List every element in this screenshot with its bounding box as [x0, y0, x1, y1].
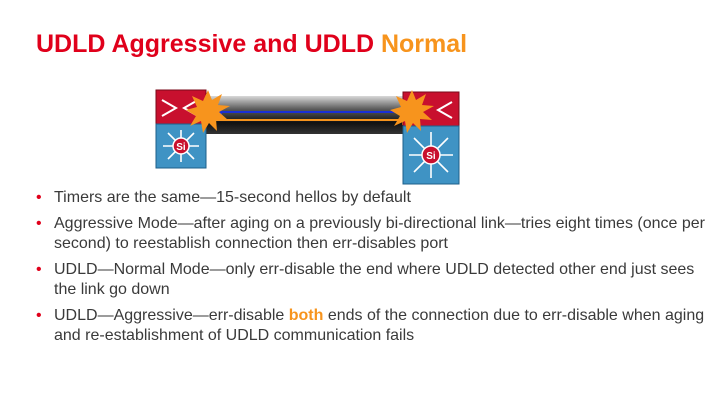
multilayer-switch-icon: Si [155, 89, 207, 169]
bullet-item: • Timers are the same—15-second hellos b… [36, 188, 716, 208]
bullet-item: • UDLD—Normal Mode—only err-disable the … [36, 260, 716, 300]
bullet-text: Timers are the same—15-second hellos by … [54, 189, 411, 206]
link-failure-burst-icon [390, 90, 434, 133]
bullet-highlight: both [288, 307, 324, 324]
slide-title: UDLD Aggressive and UDLD Normal [36, 28, 467, 60]
bullet-marker: • [36, 261, 42, 278]
bullet-item: • Aggressive Mode—after aging on a previ… [36, 214, 716, 254]
udld-link-diagram: Si Si [155, 89, 460, 185]
bullet-text: UDLD—Normal Mode—only err-disable the en… [54, 261, 695, 298]
slide-title-main: UDLD Aggressive and UDLD [36, 30, 375, 58]
bullet-item: • UDLD—Aggressive—err-disable both ends … [36, 306, 716, 346]
bullet-marker: • [36, 307, 42, 324]
bullet-list: • Timers are the same—15-second hellos b… [36, 188, 716, 352]
bullet-text-before: UDLD—Aggressive—err-disable [54, 307, 289, 324]
switch-si-label: Si [426, 151, 436, 162]
switch-si-label: Si [176, 142, 186, 153]
bullet-marker: • [36, 215, 42, 232]
bullet-marker: • [36, 189, 42, 206]
link-failure-burst-icon [186, 90, 230, 133]
network-link-cable [195, 96, 425, 134]
bullet-text-after: ends of the connection due to err-disabl… [54, 307, 705, 344]
bullet-text: Aggressive Mode—after aging on a previou… [54, 215, 705, 252]
slide-title-highlight: Normal [380, 30, 468, 58]
